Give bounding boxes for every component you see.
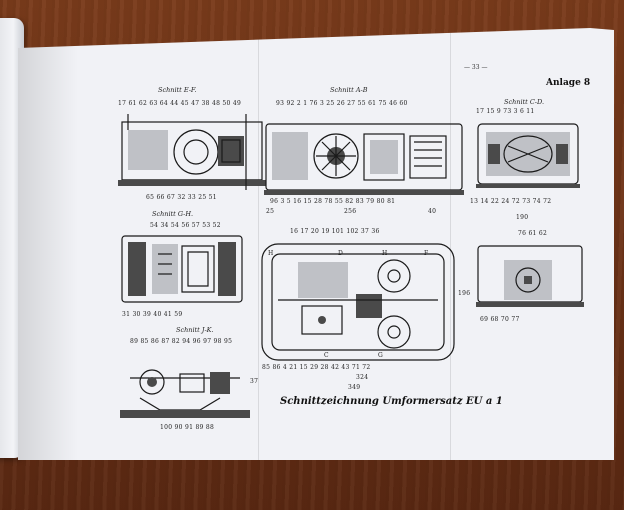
section-ab-dim-mid: 256 (344, 208, 357, 215)
section-jk-bottom-numbers: 100 90 91 89 88 (160, 424, 215, 431)
section-cd-top-numbers: 17 15 9 73 3 6 11 (476, 108, 535, 115)
section-gh-drawing (121, 235, 243, 303)
plan-dim-side: 196 (458, 290, 471, 297)
end-view-dim: 190 (516, 214, 529, 221)
section-ef-bottom-numbers: 65 66 67 32 33 25 51 (146, 194, 217, 201)
anlage-label: Anlage 8 (546, 78, 591, 88)
section-gh-top-numbers: 54 34 54 56 57 53 52 (150, 222, 221, 229)
foldout-drawing-sheet: — 33 — Anlage 8 Schnitt E-F. 17 61 62 63… (18, 28, 614, 460)
end-view-bottom-numbers: 69 68 70 77 (480, 316, 520, 323)
section-cd-title: Schnitt C-D. (504, 98, 545, 106)
section-ab-dim-right: 40 (428, 208, 437, 215)
section-ab-title: Schnitt A-B (330, 86, 368, 94)
section-ef-drawing (118, 114, 266, 190)
section-ab-top-numbers: 93 92 2 1 76 3 25 26 27 55 61 75 46 60 (276, 100, 408, 107)
plan-top-numbers: 16 17 20 19 101 102 37 36 (290, 228, 380, 235)
section-ef-top-numbers: 17 61 62 63 64 44 45 47 38 48 50 49 (118, 100, 242, 107)
plan-label-h-right: H (382, 250, 388, 257)
section-ab-bottom-numbers: 96 3 5 16 15 28 78 55 82 83 79 80 81 (270, 198, 396, 205)
section-ef-title: Schnitt E-F. (158, 86, 197, 94)
section-jk-title: Schnitt J-K. (176, 326, 214, 334)
section-cd-bottom-numbers: 13 14 22 24 72 73 74 72 (470, 198, 552, 205)
drawing-caption: Schnittzeichnung Umformersatz EU a 1 (280, 396, 503, 407)
plan-label-f: F (424, 250, 429, 257)
plan-label-d: D (338, 250, 344, 257)
section-jk-drawing (120, 369, 250, 418)
plan-label-g: G (378, 352, 384, 359)
plan-dim-inner: 324 (356, 374, 369, 381)
section-jk-dim: 37 (250, 378, 259, 385)
plan-view-drawing (261, 243, 455, 361)
plan-label-c: C (324, 352, 329, 359)
plan-bottom-numbers: 85 86 4 21 15 29 28 42 43 71 72 (262, 364, 371, 371)
fold-line (450, 28, 451, 460)
end-view-drawing (476, 245, 584, 307)
plan-dim-outer: 349 (348, 384, 361, 391)
section-cd-drawing (476, 123, 580, 188)
end-view-top-numbers: 76 61 62 (518, 230, 548, 237)
section-gh-title: Schnitt G-H. (152, 210, 194, 218)
fold-line (258, 28, 259, 460)
section-jk-top-numbers: 89 85 86 87 82 94 96 97 98 95 (130, 338, 233, 345)
plan-label-h-left: H (268, 250, 274, 257)
page-number: — 33 — (464, 64, 488, 71)
section-gh-bottom-numbers: 31 30 39 40 41 59 (122, 311, 183, 318)
section-ab-dim-left: 25 (266, 208, 275, 215)
section-ab-drawing (264, 123, 464, 195)
